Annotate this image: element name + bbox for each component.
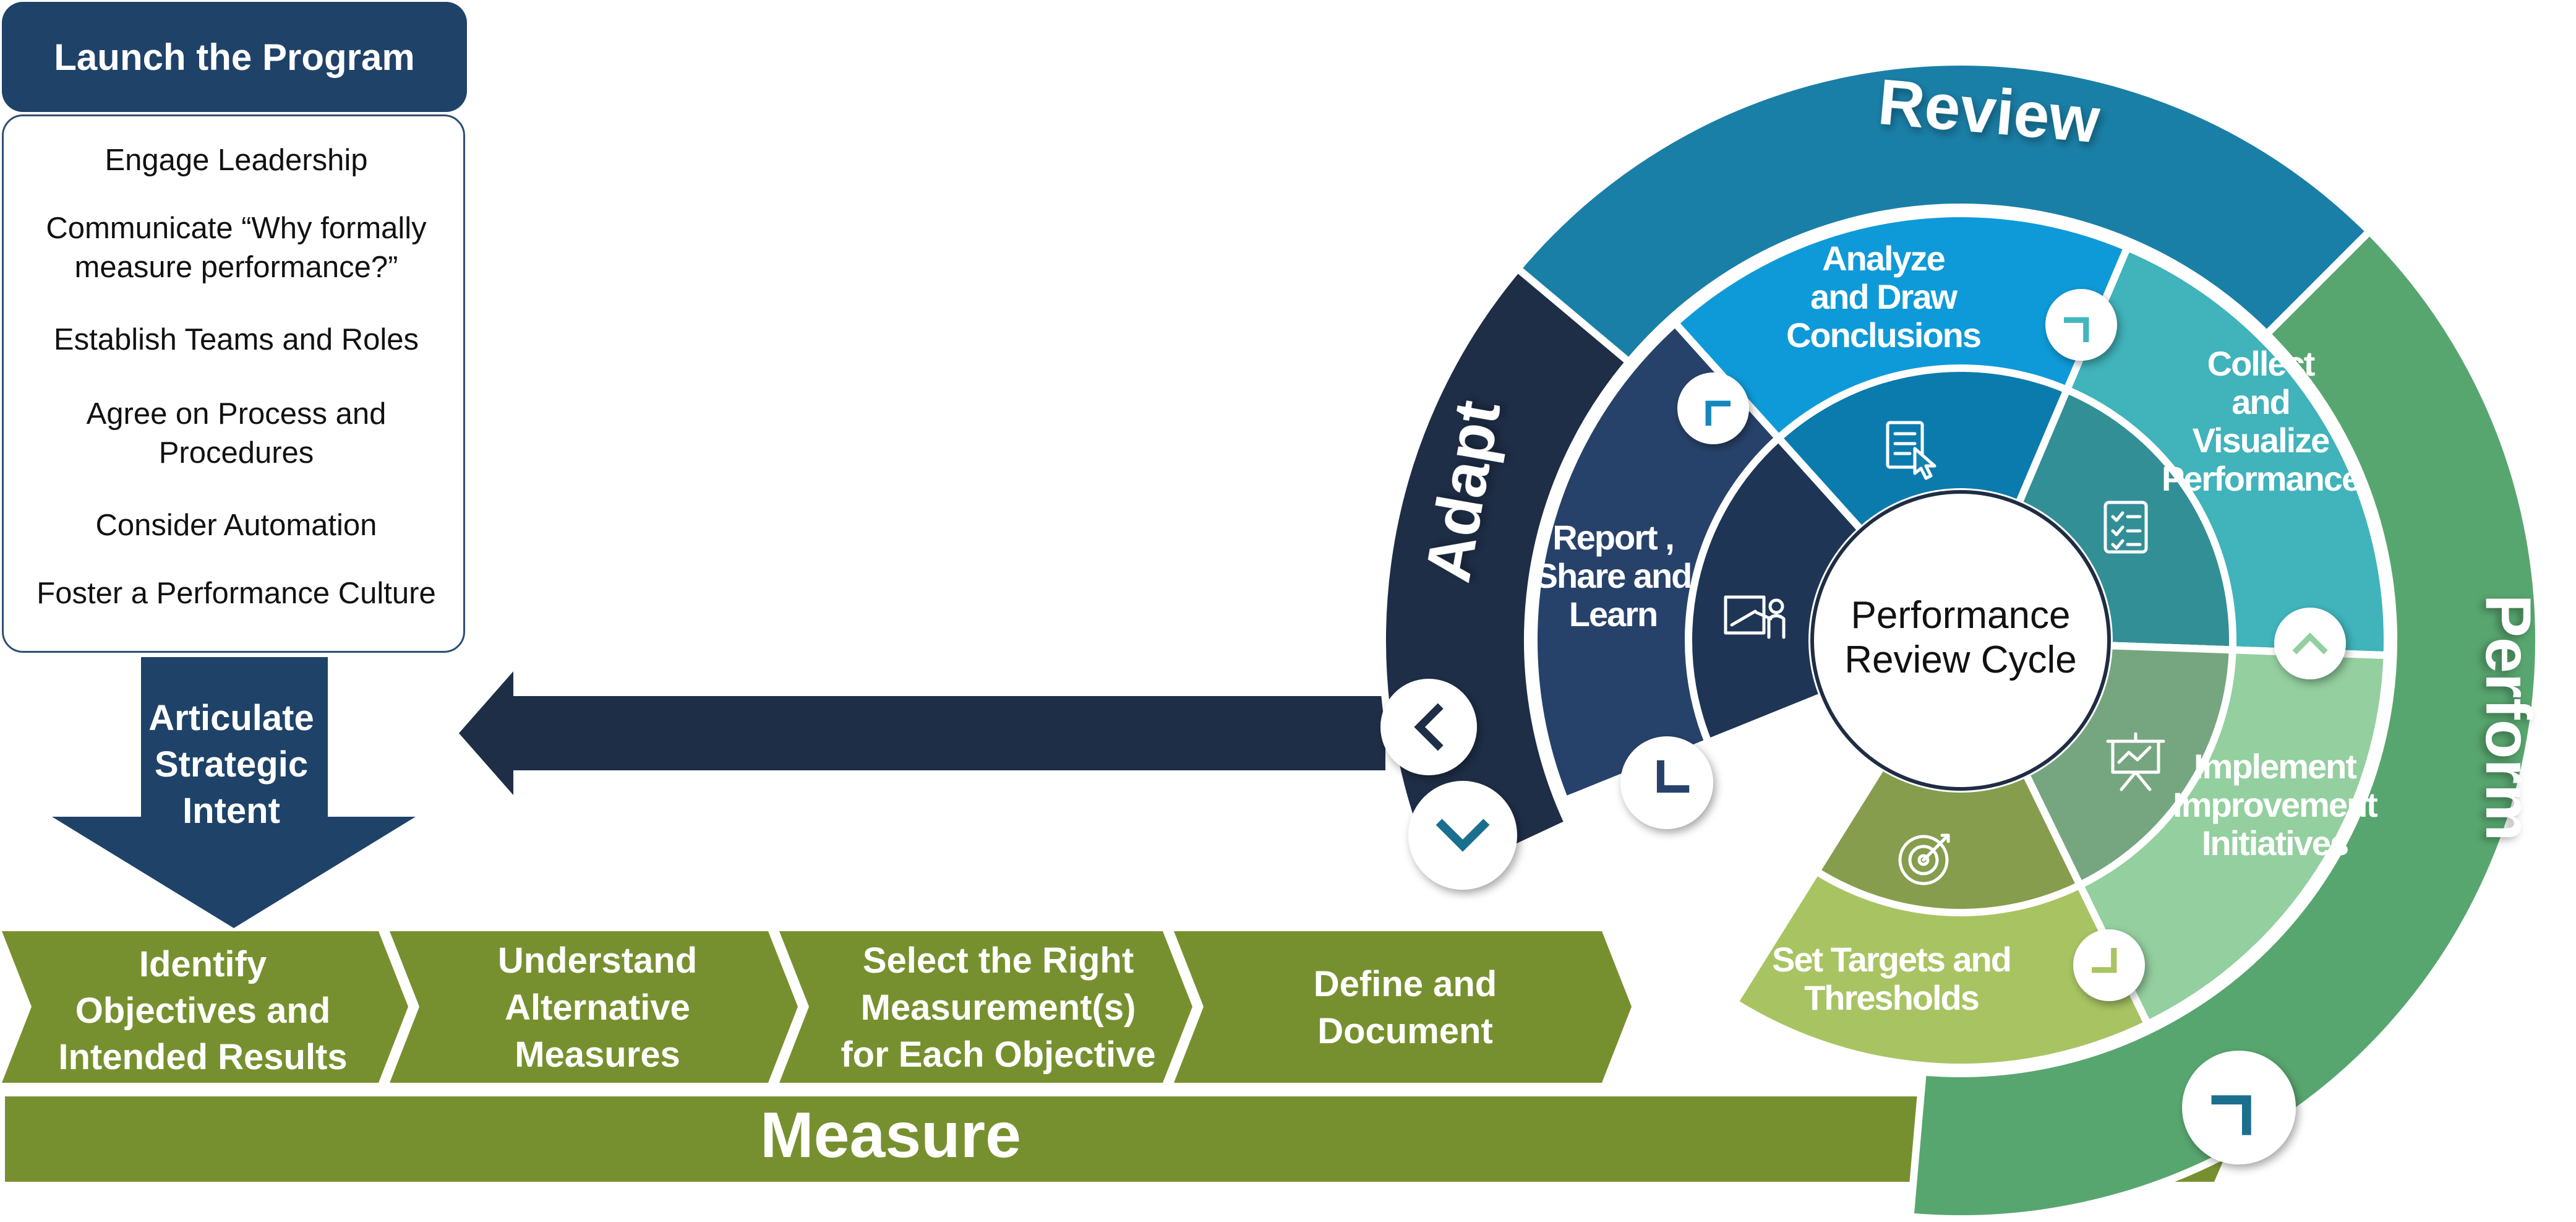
step2-line3: Measures: [515, 1035, 680, 1075]
step2-line1: Understand: [498, 940, 697, 981]
collect-line2: and: [2232, 382, 2290, 421]
launch-item-communicate: Communicate “Why formally measure perfor…: [46, 212, 427, 284]
step1-line3: Intended Results: [58, 1037, 347, 1077]
intent-line-2: Strategic: [155, 744, 308, 785]
step3-line2: Measurement(s): [861, 987, 1136, 1028]
step3-line1: Select the Right: [863, 940, 1134, 981]
perform-ring: [1906, 227, 2543, 1222]
cycle-chevrons: [1380, 289, 2346, 1164]
target-icon: [1898, 833, 1950, 885]
center-line1: Performance: [1851, 594, 2071, 637]
targets-line2: Thresholds: [1804, 978, 1979, 1017]
chevron-adapt-left-icon: [1380, 679, 1477, 775]
presentation-board-icon: [2106, 732, 2165, 791]
collect-line3: Visualize: [2193, 421, 2330, 460]
launch-item-consider-automation: Consider Automation: [95, 509, 377, 542]
targets-line1: Set Targets and: [1772, 940, 2011, 979]
center-line2: Review Cycle: [1844, 639, 2077, 681]
launch-program-header: Launch the Program: [2, 2, 467, 112]
intent-line-3: Intent: [182, 791, 280, 831]
presenter-icon: [1724, 595, 1786, 639]
launch-item-foster-culture: Foster a Performance Culture: [36, 577, 436, 610]
chevron-report-measure-icon: [1620, 736, 1713, 829]
step4-line1: Define and: [1314, 964, 1497, 1004]
implement-line2: Improvement: [2173, 785, 2377, 824]
measure-step-define: [1174, 931, 1632, 1083]
analyze-line1: Analyze: [1822, 239, 1945, 278]
step3-line3: for Each Objective: [841, 1035, 1155, 1075]
review-ring: [1513, 58, 2374, 366]
chevron-collect-implement-icon: [2274, 608, 2346, 679]
report-line1: Report ,: [1552, 518, 1674, 557]
step1-line2: Objectives and: [75, 991, 331, 1031]
measure-bar: Measure: [5, 1096, 2251, 1182]
feedback-arrow: [459, 671, 1385, 795]
chevron-perform-measure-icon: [2182, 1051, 2296, 1164]
step1-line1: Identify: [139, 944, 267, 984]
measure-step-select: [779, 931, 1192, 1083]
measure-step-identify: [2, 931, 408, 1083]
intent-line-1: Articulate: [148, 698, 314, 738]
launch-item-agree-process: Agree on Process and Procedures: [86, 397, 387, 470]
checklist-icon: [2103, 501, 2148, 554]
step4-line2: Document: [1317, 1011, 1493, 1051]
chevron-implement-targets-icon: [2073, 929, 2145, 1001]
report-line2: Share and: [1535, 556, 1692, 595]
measure-step-understand: [390, 931, 798, 1083]
launch-program-list: Engage Leadership Communicate “Why forma…: [2, 114, 465, 653]
chevron-adapt-down-icon: [1408, 781, 1517, 890]
measure-label: Measure: [760, 1099, 1021, 1171]
report-line3: Learn: [1569, 595, 1658, 634]
chevron-analyze-report-icon: [1677, 372, 1749, 444]
step2-line2: Alternative: [505, 987, 690, 1028]
analyze-line3: Conclusions: [1786, 316, 1980, 355]
launch-item-establish-teams: Establish Teams and Roles: [53, 323, 419, 356]
launch-program-title: Launch the Program: [54, 36, 415, 78]
perform-label: Perform: [2472, 595, 2544, 841]
document-pointer-icon: [1886, 421, 1936, 480]
analyze-line2: and Draw: [1810, 277, 1958, 316]
cycle-center: Performance Review Cycle: [1810, 490, 2111, 791]
measure-steps: Identify Objectives and Intended Results…: [2, 931, 1632, 1083]
implement-line1: Implement: [2194, 747, 2356, 786]
collect-line4: Performance: [2162, 459, 2360, 498]
articulate-intent-arrow: Articulate Strategic Intent: [52, 657, 416, 928]
chevron-review-analyze-icon: [2045, 289, 2117, 361]
collect-line1: Collect: [2207, 344, 2315, 383]
launch-item-engage-leadership: Engage Leadership: [105, 144, 368, 177]
implement-line3: Initiatives: [2202, 824, 2348, 863]
